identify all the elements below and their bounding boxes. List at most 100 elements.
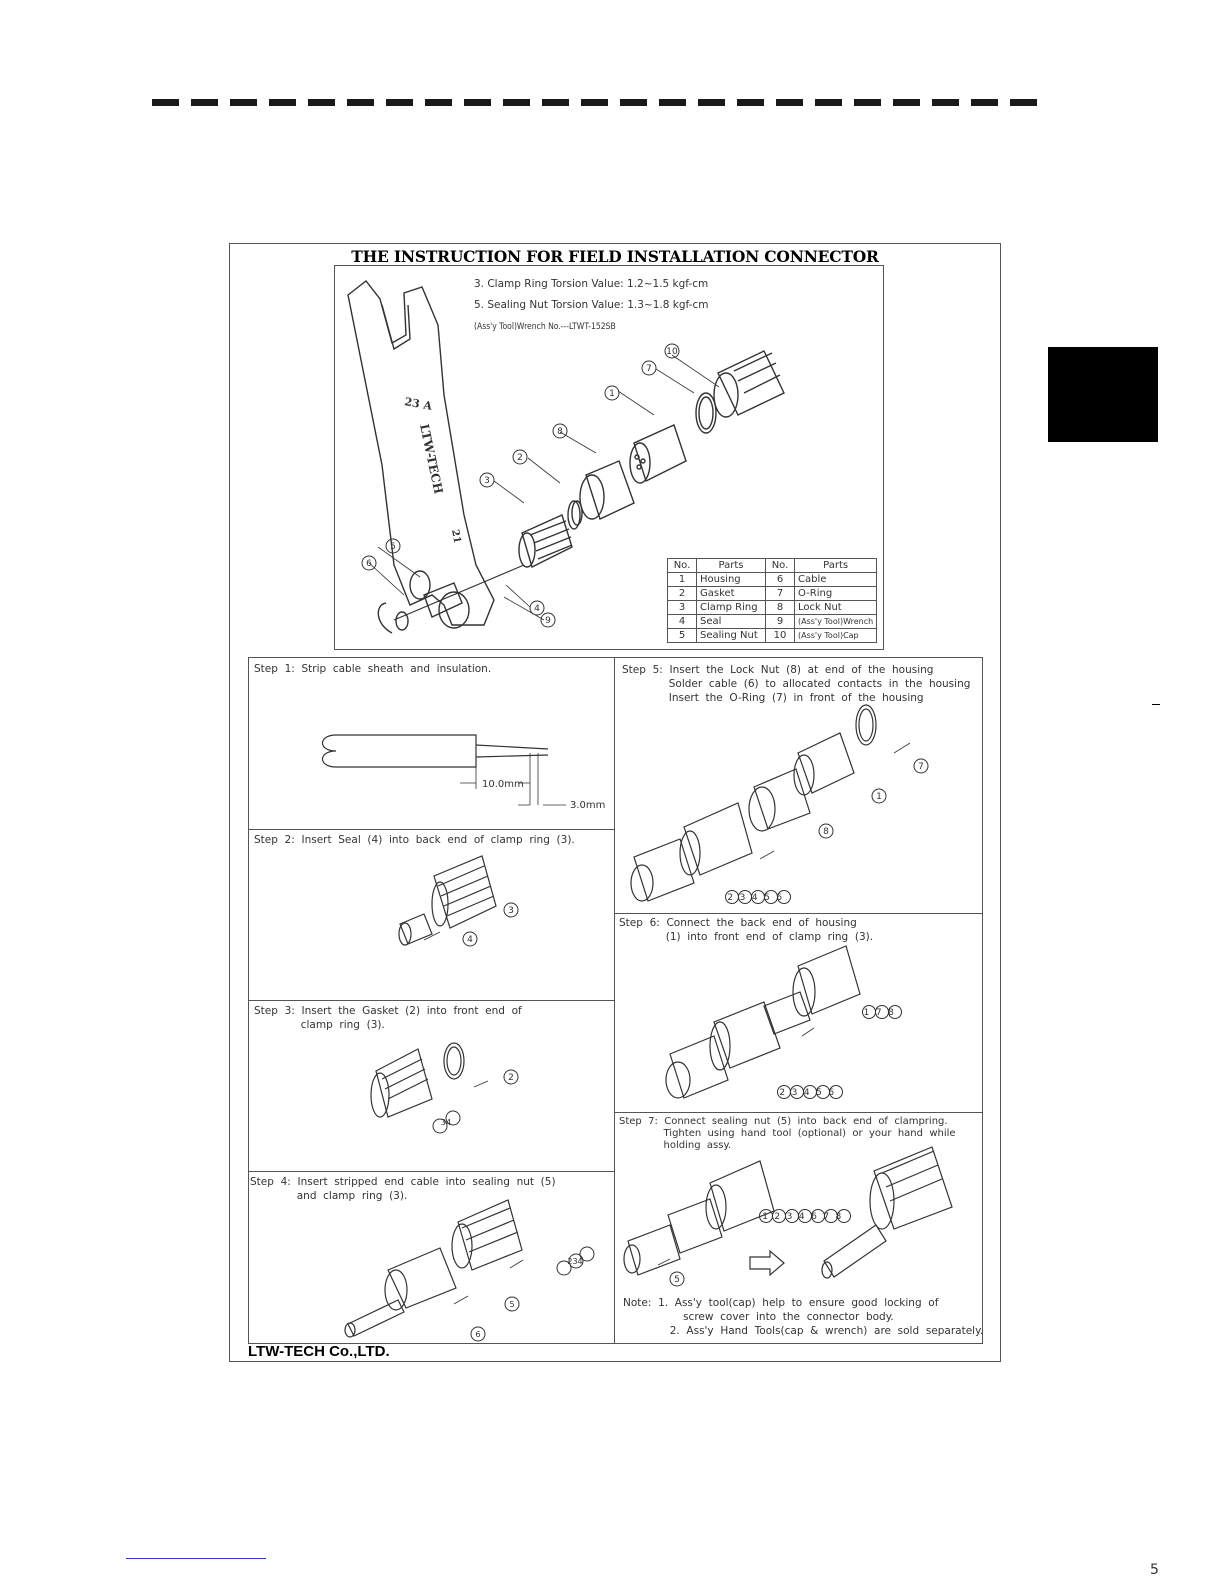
cell: 9 <box>765 614 795 629</box>
cell: Cable <box>793 572 878 587</box>
table-row: 3 Clamp Ring 8 Lock Nut <box>667 600 878 615</box>
nut-torsion-note: 5. Sealing Nut Torsion Value: 1.3~1.8 kg… <box>474 299 709 311</box>
step-2-text: Step 2: Insert Seal (4) into back end of… <box>254 834 575 846</box>
cell: 2 <box>667 586 697 601</box>
callout-4: 4 <box>462 931 478 947</box>
svg-text:178: 178 <box>864 1008 901 1018</box>
svg-text:5: 5 <box>674 1275 680 1285</box>
header-dash <box>230 99 257 106</box>
wrench-outline <box>347 280 495 626</box>
callout-5: 5 <box>385 538 401 554</box>
step-4-text: Step 4: Insert stripped end cable into s… <box>250 1176 556 1202</box>
svg-text:1234678: 1234678 <box>762 1212 848 1222</box>
cell: (Ass'y Tool)Wrench <box>793 614 878 629</box>
wrench-label-brand: LTW-TECH <box>417 423 445 496</box>
header-dash <box>971 99 998 106</box>
footer-rule <box>126 1558 266 1559</box>
callout-8: 8 <box>552 423 568 439</box>
cell: 10 <box>765 628 795 643</box>
svg-text:3: 3 <box>508 906 514 916</box>
header-no-a: No. <box>667 558 697 573</box>
wrench-label-num: 21 <box>449 529 462 545</box>
callout-group-234: 234 <box>556 1246 595 1276</box>
callout-5: 5 <box>669 1271 685 1287</box>
header-dash <box>893 99 920 106</box>
svg-text:1: 1 <box>876 792 882 802</box>
header-dash <box>464 99 491 106</box>
callout-6: 6 <box>361 555 377 571</box>
callout-2: 2 <box>503 1069 519 1085</box>
margin-mark <box>1152 704 1160 705</box>
svg-text:6: 6 <box>366 559 372 569</box>
divider <box>614 913 983 914</box>
notes: Note: 1. Ass'y tool(cap) help to ensure … <box>623 1297 984 1337</box>
header-dash <box>659 99 686 106</box>
cell: Gasket <box>696 586 766 601</box>
header-dash <box>854 99 881 106</box>
step-3-text: Step 3: Insert the Gasket (2) into front… <box>254 1005 522 1031</box>
step-2-drawing: 3 4 <box>398 855 519 947</box>
callout-5: 5 <box>504 1296 520 1312</box>
cell: O-Ring <box>793 586 878 601</box>
svg-text:9: 9 <box>545 616 551 626</box>
cell: 3 <box>667 600 697 615</box>
dim-10mm: 10.0mm <box>482 779 524 790</box>
cell: 8 <box>765 600 795 615</box>
chapter-tab <box>1048 347 1158 442</box>
cell: Seal <box>696 614 766 629</box>
header-dash <box>386 99 413 106</box>
callout-10: 10 <box>664 343 680 359</box>
callout-7: 7 <box>913 758 929 774</box>
svg-text:23456: 23456 <box>727 893 788 903</box>
svg-text:2: 2 <box>517 453 523 463</box>
divider <box>248 829 614 830</box>
svg-text:34: 34 <box>441 1118 451 1127</box>
header-parts-a: Parts <box>696 558 766 573</box>
table-row: 4 Seal 9 (Ass'y Tool)Wrench <box>667 614 878 629</box>
svg-text:6: 6 <box>475 1330 480 1339</box>
header-dash <box>620 99 647 106</box>
header-dash <box>308 99 335 106</box>
svg-text:3: 3 <box>484 476 490 486</box>
cell: 1 <box>667 572 697 587</box>
step-7-text: Step 7: Connect sealing nut (5) into bac… <box>619 1116 956 1151</box>
callout-6: 6 <box>470 1326 486 1342</box>
divider <box>614 1112 983 1113</box>
header-dash <box>581 99 608 106</box>
wrench-label-size: 23 A <box>403 395 433 413</box>
exploded-view-drawing: 23 A LTW-TECH 21 10 7 1 8 2 3 5 6 4 9 <box>347 280 785 634</box>
svg-text:4: 4 <box>534 604 540 614</box>
cell: 5 <box>667 628 697 643</box>
callout-1: 1 <box>604 385 620 401</box>
callout-3: 3 <box>479 472 495 488</box>
header-dash <box>776 99 803 106</box>
step-4-drawing: 234 5 6 <box>344 1199 595 1342</box>
step-6-drawing: 178 23456 <box>665 945 902 1099</box>
svg-text:8: 8 <box>557 427 563 437</box>
company-name: LTW-TECH Co.,LTD. <box>248 1343 390 1360</box>
svg-text:5: 5 <box>390 542 396 552</box>
callout-9: 9 <box>540 612 556 628</box>
steps-column-divider <box>614 657 615 1344</box>
step-1-drawing: 10.0mm 3.0mm <box>321 734 605 811</box>
svg-text:234: 234 <box>567 1257 582 1266</box>
step-6-text: Step 6: Connect the back end of housing … <box>619 917 874 943</box>
svg-text:5: 5 <box>509 1300 514 1309</box>
table-row: 5 Sealing Nut 10 (Ass'y Tool)Cap <box>667 628 878 643</box>
parts-table-header: No. Parts No. Parts <box>667 558 878 573</box>
header-dash <box>698 99 725 106</box>
header-dash <box>815 99 842 106</box>
divider <box>248 1171 614 1172</box>
instruction-sheet-frame <box>229 243 1001 1362</box>
svg-text:23456: 23456 <box>779 1088 840 1098</box>
callout-group-178: 178 <box>862 1005 902 1019</box>
svg-text:4: 4 <box>467 935 473 945</box>
cell: 6 <box>765 572 795 587</box>
wrench-part-number: (Ass'y Tool)Wrench No.---LTWT-152SB <box>474 322 616 332</box>
clamp-torsion-note: 3. Clamp Ring Torsion Value: 1.2~1.5 kgf… <box>474 278 709 290</box>
step-5-drawing: 7 1 8 23456 <box>630 704 929 904</box>
table-row: 1 Housing 6 Cable <box>667 572 878 587</box>
header-dash <box>542 99 569 106</box>
page-number: 5 <box>1150 1562 1159 1578</box>
callout-1: 1 <box>871 788 887 804</box>
